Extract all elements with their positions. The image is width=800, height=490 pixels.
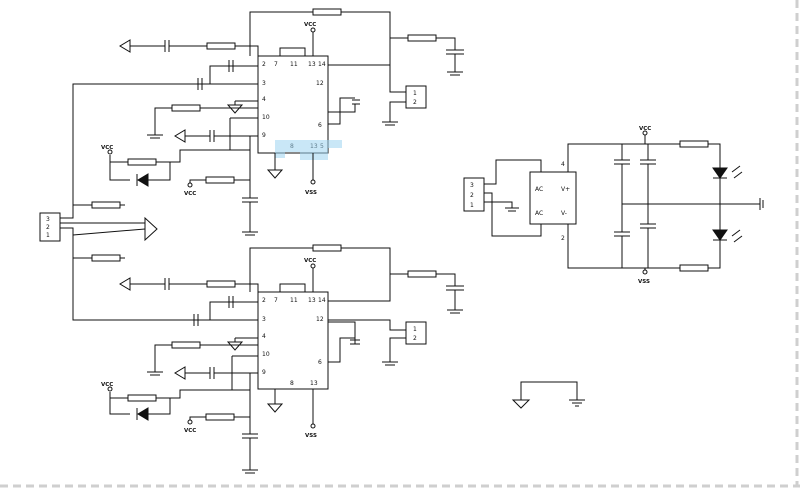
vcc-label: VCC <box>304 258 316 264</box>
connector-pin-label: 2 <box>46 224 50 231</box>
pin-label: 6 <box>318 122 322 129</box>
vcc-label: VCC <box>184 191 196 197</box>
connector-pin-label: 1 <box>46 232 50 239</box>
resistor[interactable] <box>679 264 709 272</box>
pin-label: 9 <box>262 369 266 376</box>
top-oscillator-block: 2 7 11 13 14 3 12 4 10 6 9 8 13 5 VCC 1 … <box>101 8 464 236</box>
connector-pin-label: 3 <box>470 182 474 189</box>
diode[interactable] <box>137 407 149 421</box>
pin-label: 8 <box>290 380 294 387</box>
power-supply-block: 3 2 1 AC AC V+ V- 4 2 VCC VSS <box>463 126 764 285</box>
pin-label: 3 <box>262 316 266 323</box>
pin-label: 12 <box>316 80 324 87</box>
pin-label: 2 <box>262 61 266 68</box>
connector-pin-label: 3 <box>46 216 50 223</box>
pin-label: 2 <box>262 297 266 304</box>
pin-label: 10 <box>262 114 270 121</box>
resistor[interactable] <box>91 201 121 209</box>
diode[interactable] <box>137 173 149 187</box>
resistor[interactable] <box>171 104 201 112</box>
selection-highlight[interactable] <box>275 140 342 160</box>
bridge-pin-label: 4 <box>561 161 565 168</box>
vss-label: VSS <box>638 279 650 285</box>
resistor[interactable] <box>205 176 235 184</box>
antenna-triangle <box>72 216 158 242</box>
vss-label: VSS <box>305 190 317 196</box>
ic-chip-top[interactable] <box>257 55 329 154</box>
connector-pin-label: 1 <box>470 202 474 209</box>
bridge-pin-label: 2 <box>561 235 565 242</box>
resistor[interactable] <box>206 280 236 288</box>
resistor[interactable] <box>171 341 201 349</box>
vss-label: VSS <box>305 433 317 439</box>
vcc-label: VCC <box>639 126 651 132</box>
pin-label: 7 <box>274 61 278 68</box>
pin-label: 11 <box>290 297 298 304</box>
bridge-ac-label: AC <box>535 210 543 217</box>
connector-pin-label: 2 <box>413 335 417 342</box>
led-diode[interactable] <box>712 167 728 179</box>
resistor[interactable] <box>127 394 157 402</box>
resistor[interactable] <box>679 140 709 148</box>
pin-label: 3 <box>262 80 266 87</box>
vcc-label: VCC <box>304 22 316 28</box>
pin-label: 4 <box>262 96 266 103</box>
resistor[interactable] <box>407 270 437 278</box>
pin-label: 6 <box>318 359 322 366</box>
connector-pin-label: 1 <box>413 326 417 333</box>
pin-label: 10 <box>262 351 270 358</box>
connector-3pin-left[interactable]: 3 2 1 <box>39 212 61 242</box>
vcc-label: VCC <box>184 428 196 434</box>
resistor[interactable] <box>91 254 121 262</box>
pin-label: 4 <box>262 333 266 340</box>
connector-3pin-right[interactable] <box>463 177 485 212</box>
vcc-label: VCC <box>101 382 113 388</box>
bottom-oscillator-block: 2 7 11 13 14 3 12 4 10 6 9 8 13 VCC 1 2 <box>101 244 464 474</box>
resistor[interactable] <box>205 413 235 421</box>
led-diode[interactable] <box>712 229 728 241</box>
resistor[interactable] <box>312 8 342 16</box>
vcc-label: VCC <box>101 145 113 151</box>
pin-label: 14 <box>318 297 326 304</box>
pin-label: 12 <box>316 316 324 323</box>
bridge-vminus-label: V- <box>561 210 567 217</box>
ground-wire <box>511 381 585 409</box>
connector-pin-label: 2 <box>470 192 474 199</box>
resistor[interactable] <box>312 244 342 252</box>
pin-label: 13 <box>308 61 316 68</box>
bridge-ac-label: AC <box>535 186 543 193</box>
ic-chip-bottom[interactable] <box>257 291 329 390</box>
resistor[interactable] <box>206 42 236 50</box>
pin-label: 14 <box>318 61 326 68</box>
bridge-rectifier[interactable] <box>529 171 577 225</box>
connector-2pin[interactable] <box>405 85 427 109</box>
pin-label: 7 <box>274 297 278 304</box>
connector-pin-label: 1 <box>413 90 417 97</box>
pin-label: 13 <box>308 297 316 304</box>
pin-label: 11 <box>290 61 298 68</box>
connector-pin-label: 2 <box>413 99 417 106</box>
bridge-vplus-label: V+ <box>561 186 570 193</box>
pin-label: 13 <box>310 380 318 387</box>
connector-2pin[interactable] <box>405 321 427 345</box>
pin-label: 9 <box>262 132 266 139</box>
resistor[interactable] <box>407 34 437 42</box>
resistor[interactable] <box>127 158 157 166</box>
